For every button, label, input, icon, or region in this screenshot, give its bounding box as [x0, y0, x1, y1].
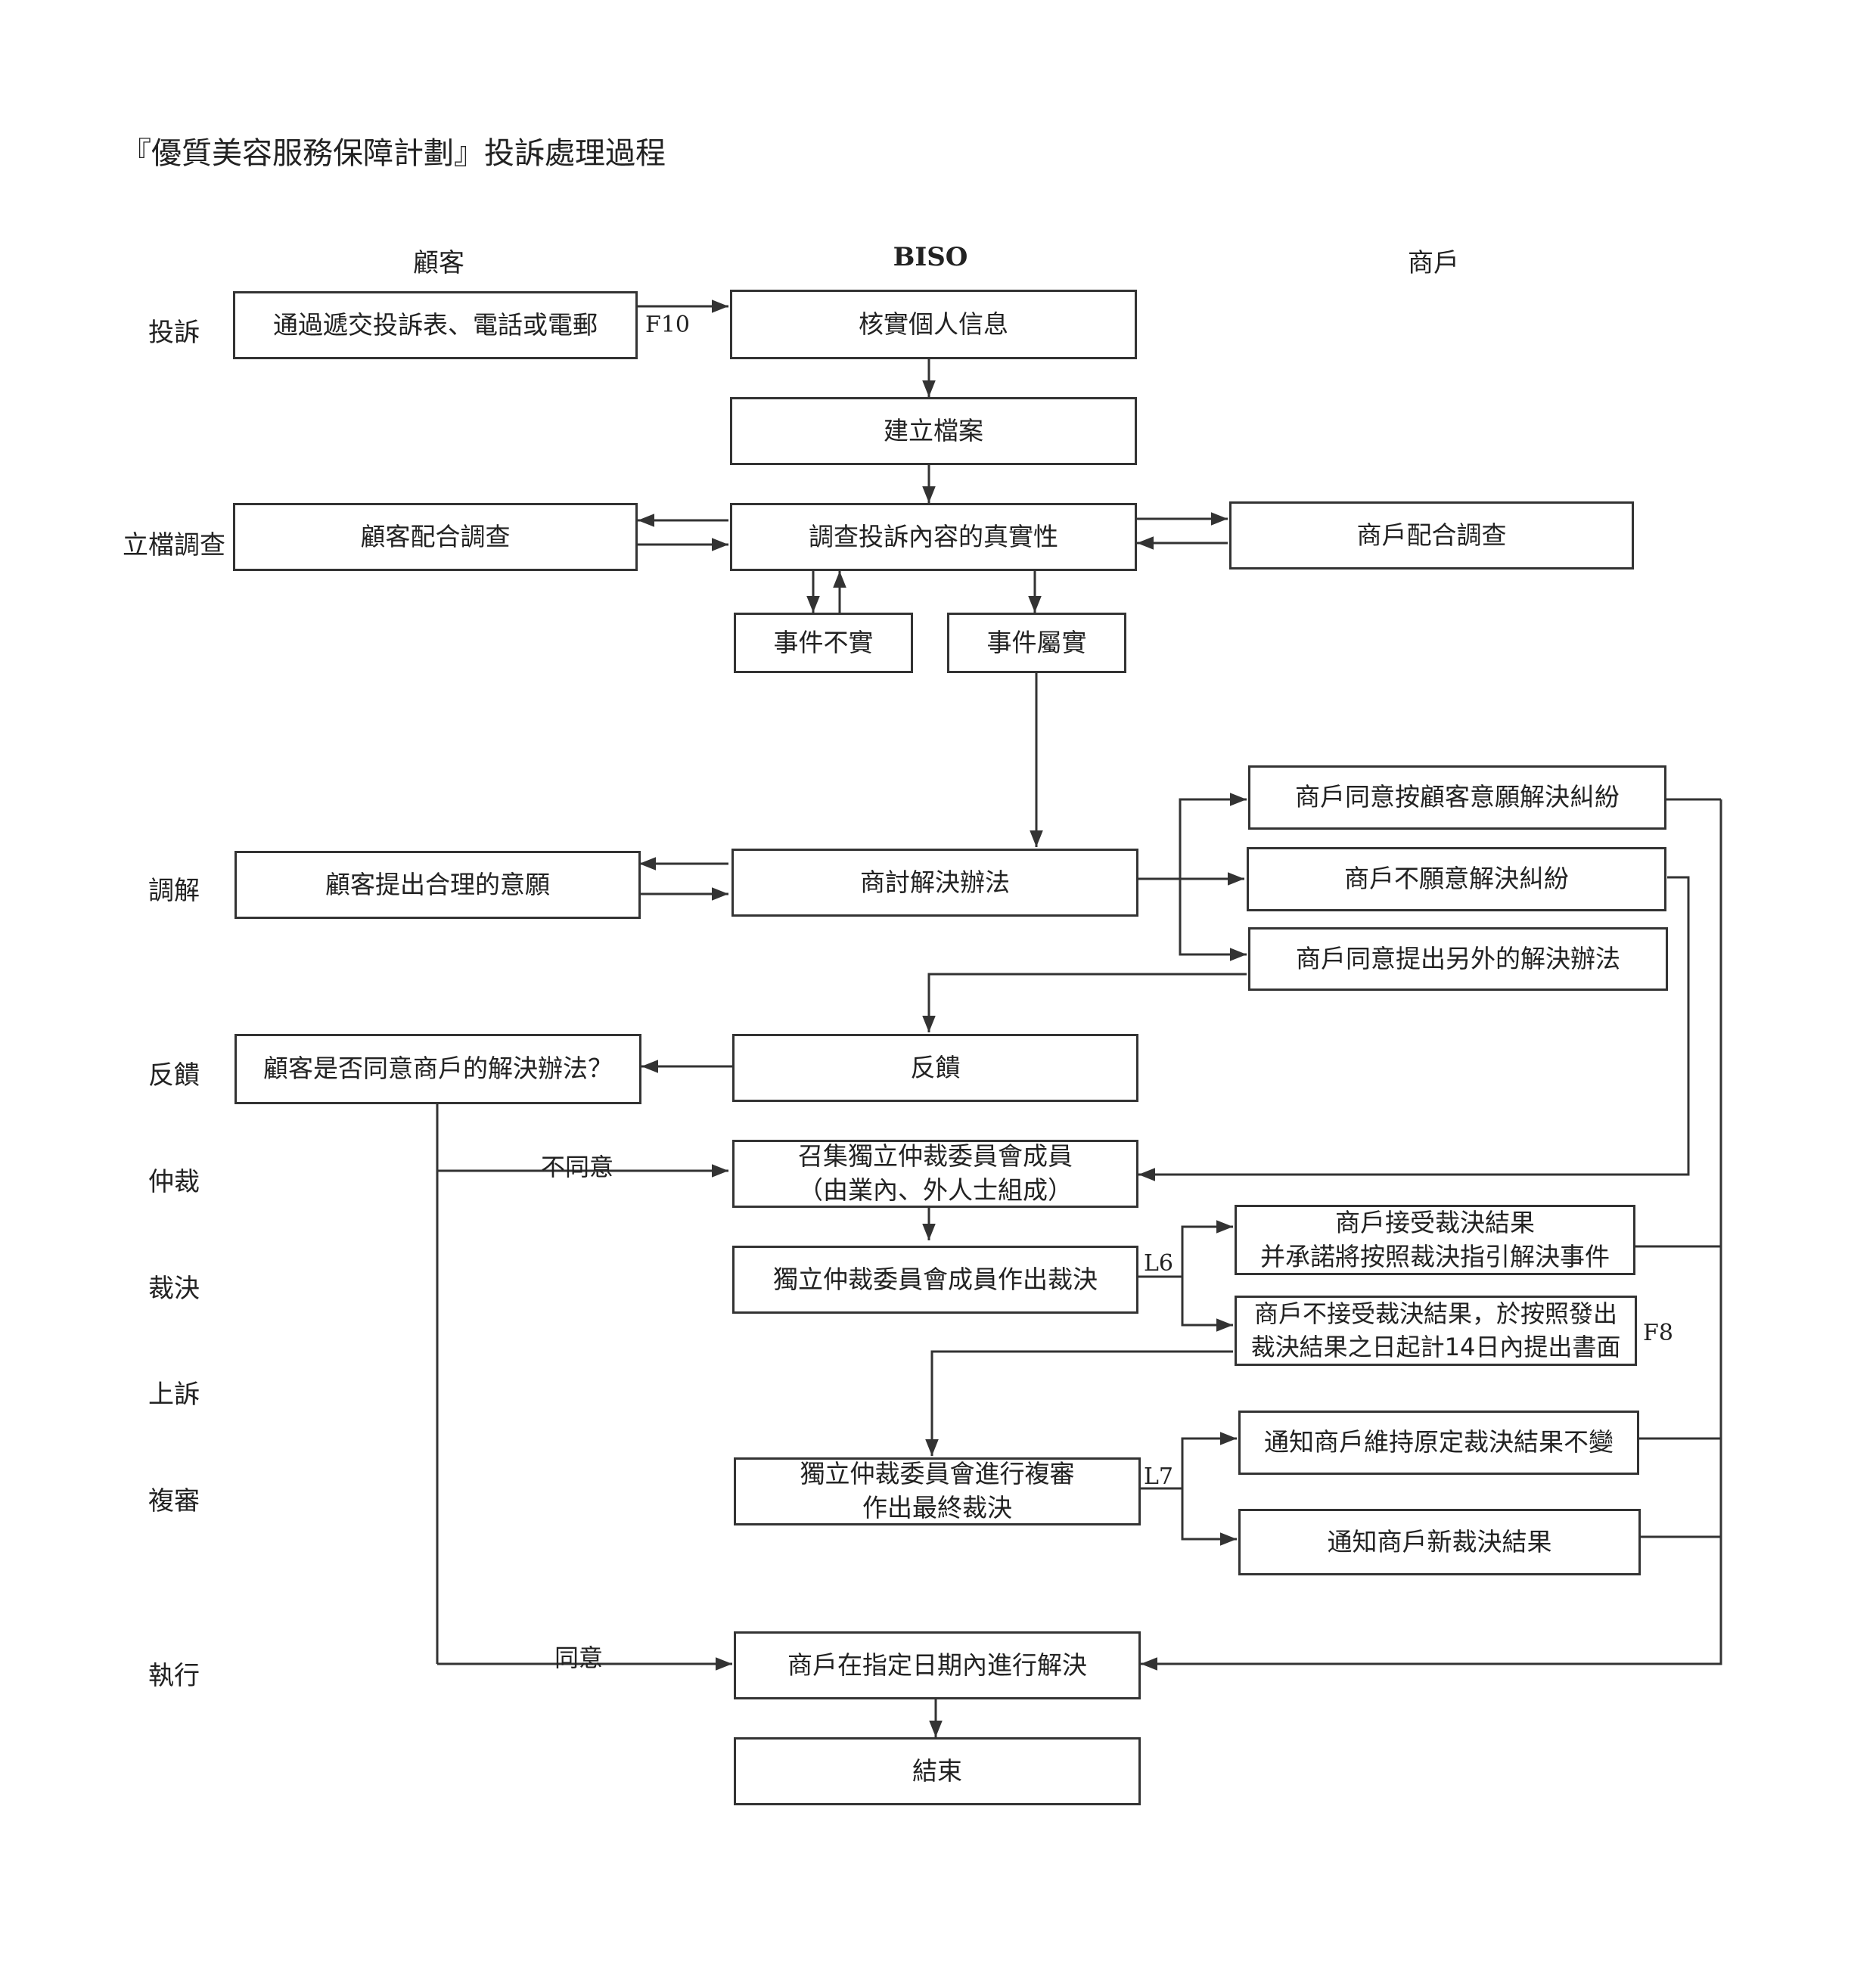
box-event-untrue: 事件不實	[734, 613, 913, 673]
stage-feedback: 反饋	[148, 1060, 200, 1091]
box-notify-keep-text: 通知商戶維持原定裁決結果不變	[1264, 1427, 1614, 1457]
branch-to-accept	[1181, 1220, 1233, 1277]
box-merchant-alternative-text: 商戶同意提出另外的解決辦法	[1296, 943, 1620, 973]
box-review-line2: 作出最終裁決	[862, 1493, 1012, 1522]
arrow-reject-review	[925, 1350, 1233, 1456]
stage-filing: 立檔調查	[123, 530, 225, 560]
box-execute-text: 商戶在指定日期內進行解決	[787, 1650, 1087, 1680]
box-customer-cooperate: 顧客配合調查	[233, 503, 638, 571]
box-verify-info: 核實個人信息	[730, 290, 1137, 359]
box-merchant-agree: 商戶同意按顧客意願解決糾紛	[1248, 765, 1666, 830]
box-notify-new-text: 通知商戶新裁決結果	[1327, 1526, 1552, 1556]
box-reject-line2: 裁決結果之日起計14日內提出書面	[1250, 1332, 1621, 1361]
label-agree: 同意	[554, 1643, 604, 1672]
box-submit-complaint-text: 通過遞交投訴表、電話或電郵	[273, 309, 598, 340]
box-submit-complaint: 通過遞交投訴表、電話或電郵	[233, 291, 638, 359]
label-f8: F8	[1643, 1320, 1673, 1346]
label-f10: F10	[645, 312, 690, 338]
box-notify-keep: 通知商戶維持原定裁決結果不變	[1238, 1411, 1639, 1475]
box-investigate: 調查投訴內容的真實性	[730, 503, 1137, 571]
box-reject-line1: 商戶不接受裁決結果，於按照發出	[1253, 1299, 1617, 1329]
box-end-text: 結束	[912, 1755, 962, 1786]
stage-mediation: 調解	[148, 876, 200, 906]
stage-review: 複審	[148, 1486, 200, 1516]
arrow-alternative-feedback	[922, 973, 1247, 1032]
box-merchant-accept: 商戶接受裁決結果并承諾將按照裁決指引解決事件	[1235, 1205, 1635, 1275]
box-committee-ruling: 獨立仲裁委員會成員作出裁決	[732, 1246, 1138, 1314]
stage-arbitration: 仲裁	[148, 1167, 200, 1197]
box-convene-line1: 召集獨立仲裁委員會成員	[798, 1141, 1073, 1172]
page-title: 『優質美容服務保障計劃』投訴處理過程	[121, 136, 666, 171]
branch-to-notify-new	[1181, 1488, 1237, 1546]
box-convene-committee: 召集獨立仲裁委員會成員（由業內、外人士組成）	[732, 1140, 1138, 1208]
branch-to-agree	[1179, 793, 1247, 879]
box-feedback-text: 反饋	[910, 1052, 961, 1082]
box-committee-ruling-text: 獨立仲裁委員會成員作出裁決	[773, 1264, 1098, 1294]
box-accept-line2: 并承諾將按照裁決指引解決事件	[1260, 1241, 1610, 1271]
box-negotiate: 商討解決辦法	[731, 849, 1138, 917]
box-event-true: 事件屬實	[947, 613, 1126, 673]
label-l6: L6	[1144, 1250, 1174, 1277]
box-customer-wish: 顧客提出合理的意願	[234, 851, 641, 919]
box-event-true-text: 事件屬實	[986, 627, 1087, 657]
branch-to-notify-keep	[1181, 1432, 1237, 1488]
stage-appeal: 上訴	[148, 1380, 200, 1410]
box-accept-line1: 商戶接受裁決結果	[1335, 1207, 1535, 1237]
label-disagree: 不同意	[541, 1153, 614, 1181]
stage-complaint: 投訴	[148, 318, 200, 348]
box-merchant-refuse: 商戶不願意解決糾紛	[1247, 847, 1666, 911]
box-merchant-alternative: 商戶同意提出另外的解決辦法	[1248, 927, 1668, 991]
column-header-merchant: 商戶	[1408, 248, 1459, 278]
column-header-biso: BISO	[893, 242, 968, 272]
box-notify-new: 通知商戶新裁決結果	[1238, 1509, 1641, 1575]
box-merchant-agree-text: 商戶同意按顧客意願解決糾紛	[1295, 782, 1620, 812]
box-review-line1: 獨立仲裁委員會進行複審	[800, 1459, 1075, 1489]
arrow-refuse-convene	[1138, 876, 1690, 1181]
branch-to-alternative	[1179, 879, 1247, 961]
box-end: 結束	[734, 1737, 1141, 1805]
box-create-file-text: 建立檔案	[884, 415, 983, 445]
arrow-collector-execute	[1141, 799, 1722, 1671]
box-feedback: 反饋	[732, 1034, 1138, 1102]
box-merchant-reject: 商戶不接受裁決結果，於按照發出裁決結果之日起計14日內提出書面	[1235, 1296, 1637, 1366]
box-merchant-refuse-text: 商戶不願意解決糾紛	[1344, 864, 1569, 894]
label-l7: L7	[1144, 1463, 1174, 1490]
box-event-untrue-text: 事件不實	[773, 627, 874, 657]
stage-execution: 執行	[148, 1661, 200, 1691]
column-header-customer: 顧客	[413, 248, 464, 278]
box-customer-wish-text: 顧客提出合理的意願	[325, 869, 550, 899]
box-merchant-cooperate: 商戶配合調查	[1229, 501, 1634, 570]
box-execute: 商戶在指定日期內進行解決	[734, 1631, 1141, 1699]
box-verify-info-text: 核實個人信息	[859, 309, 1008, 339]
box-investigate-text: 調查投訴內容的真實性	[809, 521, 1058, 551]
branch-to-reject	[1181, 1277, 1233, 1332]
box-customer-question-text: 顧客是否同意商戶的解決辦法？	[263, 1054, 613, 1084]
box-negotiate-text: 商討解決辦法	[860, 867, 1010, 897]
stage-ruling: 裁決	[148, 1274, 200, 1304]
box-convene-line2: （由業內、外人士組成）	[798, 1175, 1073, 1205]
box-customer-cooperate-text: 顧客配合調查	[360, 521, 511, 551]
box-merchant-cooperate-text: 商戶配合調查	[1356, 520, 1507, 550]
box-customer-question: 顧客是否同意商戶的解決辦法？	[234, 1034, 641, 1104]
box-create-file: 建立檔案	[730, 397, 1137, 465]
box-committee-review: 獨立仲裁委員會進行複審作出最終裁決	[734, 1457, 1141, 1525]
